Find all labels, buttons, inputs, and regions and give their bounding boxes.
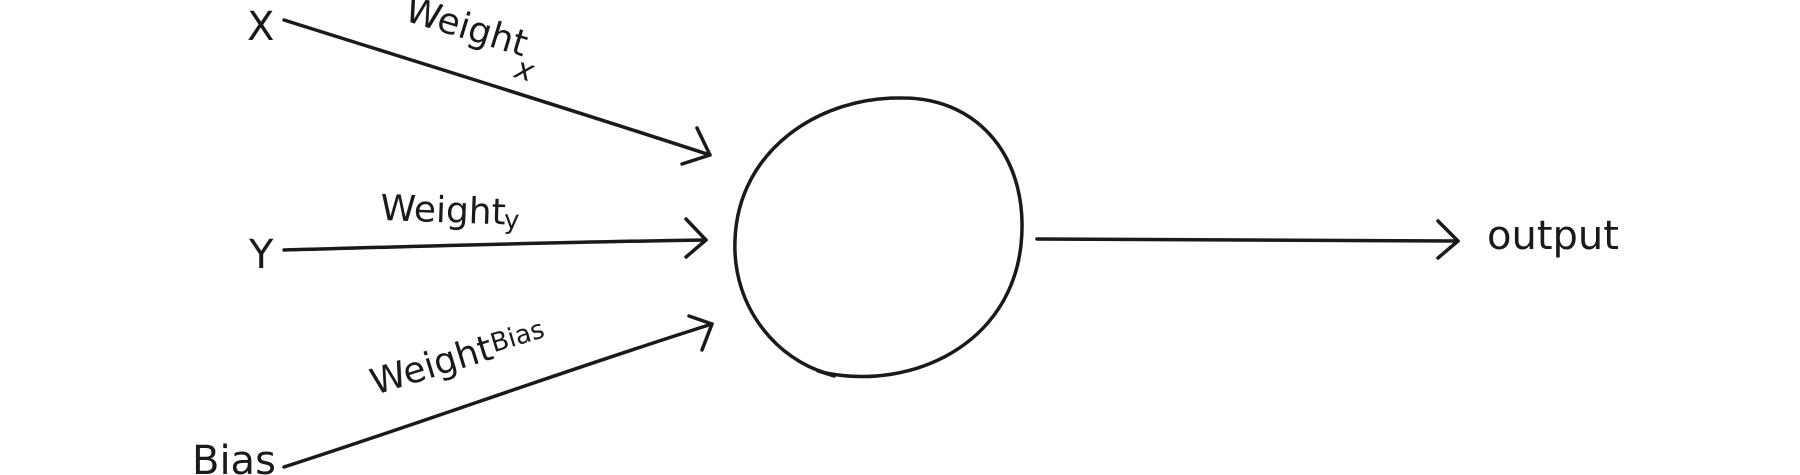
arrow-y-shaft	[282, 238, 708, 252]
output-label: output	[1487, 213, 1619, 259]
arrow-x-shaft	[282, 18, 712, 157]
arrow-output-shaft	[1035, 237, 1460, 243]
input-x-label: X	[247, 4, 274, 50]
weight-y-main: Weight	[380, 188, 507, 233]
neuron-circle-gap-cover	[816, 369, 836, 378]
arrow-x-head	[680, 126, 712, 166]
arrow-bias-head	[687, 314, 714, 352]
weight-bias-main: Weight	[366, 328, 498, 404]
input-y-label: Y	[248, 232, 274, 278]
weight-bias-label: Weight Bias	[366, 314, 548, 404]
arrow-y-head	[684, 217, 708, 259]
arrow-bias-shaft	[282, 322, 714, 469]
weight-y-sub: y	[504, 205, 520, 236]
weight-x-label: Weight x	[400, 0, 538, 90]
weight-bias-sub: Bias	[487, 314, 548, 359]
weight-x-main: Weight	[400, 0, 532, 65]
arrow-output-head	[1436, 219, 1460, 260]
weight-y-label: Weight y	[380, 188, 520, 236]
neuron-circle	[733, 96, 1024, 379]
input-bias-label: Bias	[192, 438, 276, 475]
